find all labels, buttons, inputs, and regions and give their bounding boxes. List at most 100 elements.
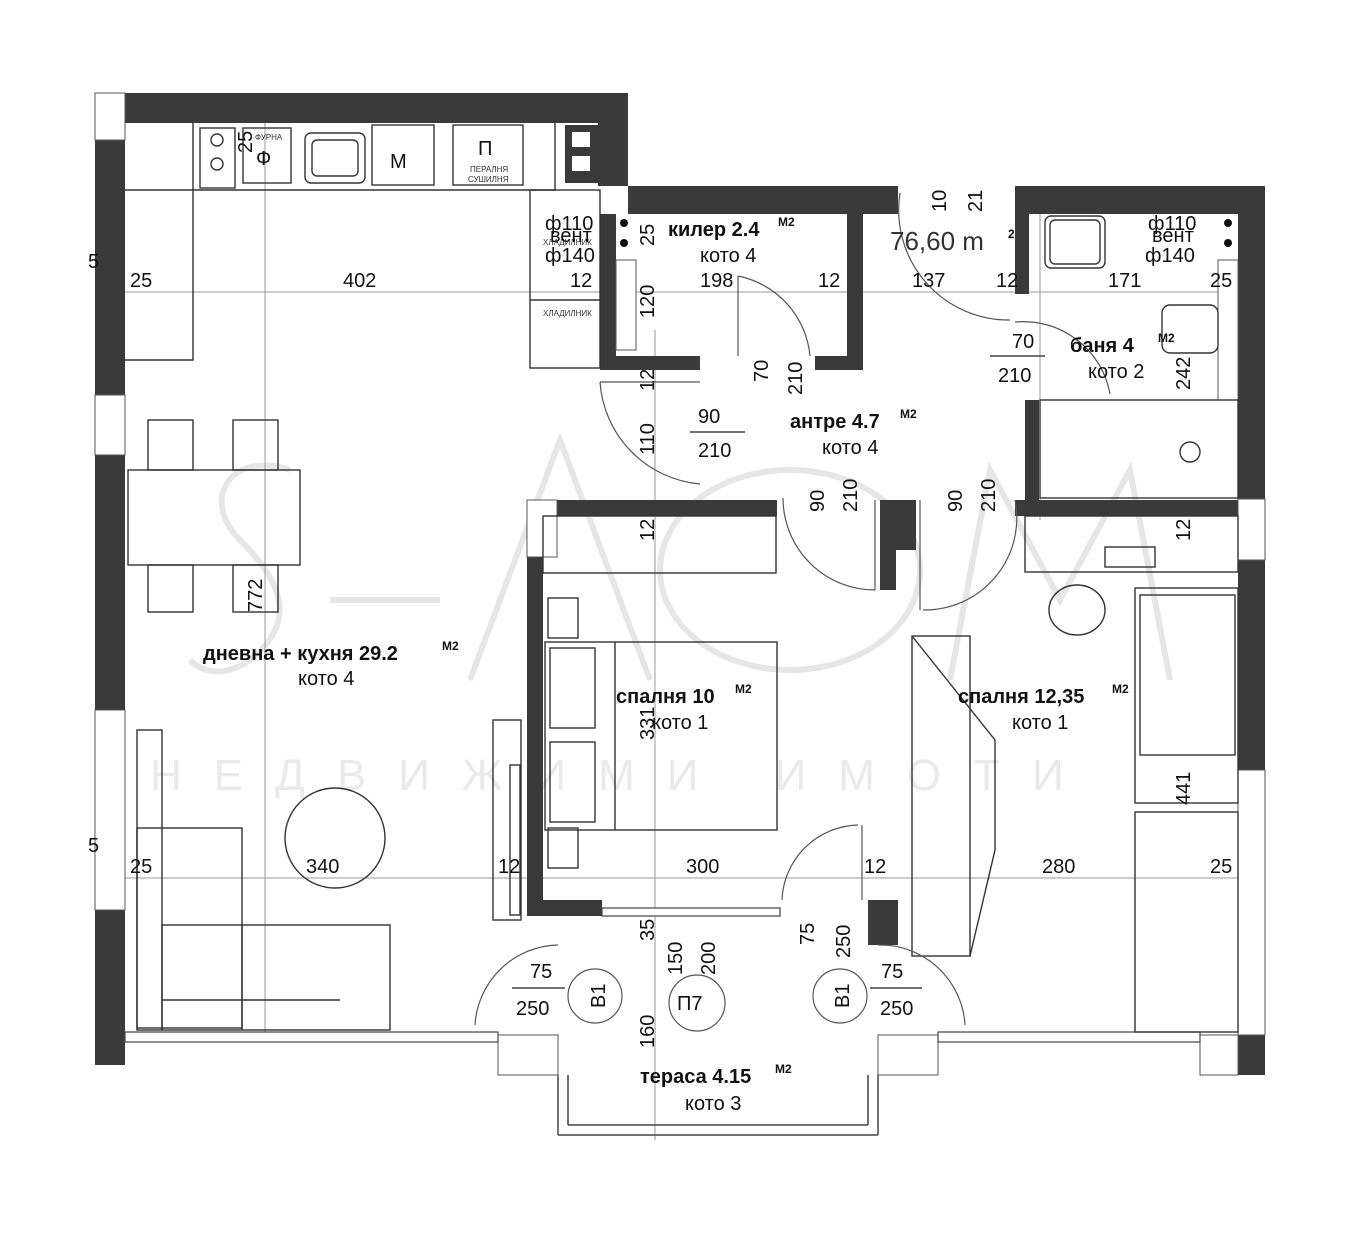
dim-c25: 25 — [637, 224, 659, 246]
coffee-table — [284, 787, 386, 889]
bath-vent-1: ф110 — [1148, 213, 1196, 235]
watermark: НЕДВИЖИМИ ИМОТИ — [150, 431, 1173, 800]
laundry-text-2: СУШИЛНЯ — [468, 175, 509, 184]
bath-name: баня 4 — [1070, 335, 1135, 357]
bedroom2-furniture — [911, 515, 1239, 1033]
closet-name: килер 2.4 — [668, 219, 760, 241]
laundry-label: П — [478, 138, 492, 160]
doors — [474, 192, 1111, 1032]
shower — [1039, 399, 1239, 499]
fridge-label: Ф — [256, 148, 271, 170]
windows — [124, 907, 1201, 1136]
closet-sup: M2 — [778, 215, 795, 229]
living-sub: кото 4 — [298, 668, 354, 690]
dim-l772: 772 — [245, 579, 267, 612]
bedroom2-sub: кото 1 — [1012, 712, 1068, 734]
bath-vent-labels: ф110 вент ф140 — [1145, 213, 1196, 267]
closet-sub: кото 4 — [700, 245, 756, 267]
dim-t200: 200 — [698, 942, 720, 975]
dim-br1-12: 12 — [637, 519, 659, 541]
dim-br2-12: 12 — [1173, 519, 1195, 541]
vent-3: ф140 — [545, 245, 595, 267]
dim-top-6: 12 — [996, 270, 1018, 292]
bed — [544, 641, 778, 831]
dim-top-4: 12 — [818, 270, 840, 292]
hall-name: антре 4.7 — [790, 411, 880, 433]
terrace-name: тераса 4.15 — [640, 1066, 751, 1088]
dim-b70: 70 — [1012, 331, 1034, 353]
wardrobe-2 — [911, 635, 971, 957]
dim-t250: 250 — [833, 925, 855, 958]
bedroom1-name: спалня 10 — [616, 686, 715, 708]
dim-top-7: 171 — [1108, 270, 1141, 292]
dim-t75: 75 — [797, 923, 819, 945]
window-b1-left: B1 — [588, 984, 610, 1008]
living-name: дневна + кухня 29.2 — [203, 643, 398, 665]
label-p7: П7 — [677, 993, 703, 1015]
dim-br2-210: 210 — [978, 479, 1000, 512]
dim-c12a: 12 — [637, 369, 659, 391]
dim-bottom-2: 12 — [498, 856, 520, 878]
dim-bottom-4: 12 — [864, 856, 886, 878]
bedroom1-sup: M2 — [735, 682, 752, 696]
sofa — [136, 729, 391, 1031]
misc-dimensions: 25 120 12 110 12 331 35 150 200 160 772 … — [88, 190, 1195, 1048]
dim-w250a: 250 — [516, 998, 549, 1020]
dim-b210: 210 — [998, 365, 1031, 387]
terrace-sub: кото 3 — [685, 1093, 741, 1115]
dim-cl70: 70 — [751, 360, 773, 382]
watermark-tagline: НЕДВИЖИМИ ИМОТИ — [150, 751, 1096, 800]
dim-h110: 110 — [637, 423, 659, 455]
dim-bottom-6: 25 — [1210, 856, 1232, 878]
dim-b331: 331 — [637, 707, 659, 740]
hall-sub: кото 4 — [822, 437, 878, 459]
oven-small-label: ФУРНА — [255, 133, 283, 142]
room-labels: дневна + кухня 29.2 M2 кото 4 килер 2.4 … — [203, 215, 1175, 1115]
bath-furniture — [1039, 215, 1239, 499]
dim-b441: 441 — [1173, 772, 1195, 805]
dim-c120: 120 — [637, 285, 659, 318]
dim-h210: 210 — [698, 440, 731, 462]
window-b1-right: B1 — [832, 984, 854, 1008]
dim-top-5: 137 — [912, 270, 945, 292]
dim-d10: 10 — [929, 190, 951, 212]
dim-d21: 21 — [965, 190, 987, 212]
bed-2 — [1134, 587, 1239, 804]
bottom-dimensions: 25 340 12 300 12 280 25 — [130, 856, 1232, 878]
dim-cl210: 210 — [785, 362, 807, 395]
bath-vent-2: вент — [1152, 225, 1194, 247]
oven-dim: 25 — [235, 131, 257, 153]
dim-br2-90: 90 — [945, 490, 967, 512]
grid-lines — [95, 95, 1265, 1140]
dim-w75a: 75 — [530, 961, 552, 983]
bath-sub: кото 2 — [1088, 361, 1144, 383]
dim-w250b: 250 — [880, 998, 913, 1020]
wardrobe-1 — [492, 719, 522, 921]
bath-vent-3: ф140 — [1145, 245, 1195, 267]
vent-2: вент — [550, 225, 592, 247]
total-area: 76,60 m — [890, 226, 984, 256]
dim-bottom-5: 280 — [1042, 856, 1075, 878]
sink-icon — [304, 132, 366, 184]
fridge-small-1: ХЛАДИЛНИК — [543, 238, 592, 247]
desk — [1024, 515, 1239, 573]
dim-br1-210: 210 — [840, 479, 862, 512]
dim-top-8: 25 — [1210, 270, 1232, 292]
microwave-label: М — [390, 151, 407, 173]
living-sup: M2 — [442, 639, 459, 653]
dim-br1-90: 90 — [807, 490, 829, 512]
oven-icon — [242, 127, 292, 184]
dining-table — [127, 419, 301, 613]
top-dimensions: 25 402 12 198 12 137 12 171 25 — [130, 270, 1232, 292]
dim-t160: 160 — [637, 1015, 659, 1048]
bath-sup: M2 — [1158, 331, 1175, 345]
walls — [94, 92, 1266, 1076]
bedroom1-furniture — [492, 515, 778, 921]
dim-w75b: 75 — [881, 961, 903, 983]
dim-h90: 90 — [698, 406, 720, 428]
dim-top-0: 25 — [130, 270, 152, 292]
dim-t150: 150 — [665, 942, 687, 975]
dim-t35: 35 — [637, 919, 659, 941]
dim-b242: 242 — [1173, 357, 1195, 390]
